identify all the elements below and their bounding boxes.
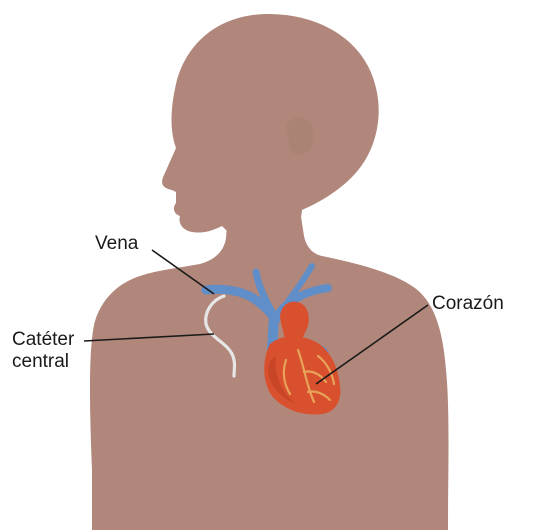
cateter-central-label: Catéter central — [12, 329, 74, 373]
cateter-label-line2: central — [12, 351, 74, 373]
ear-shape — [286, 118, 314, 155]
child-silhouette — [90, 14, 449, 530]
corazon-label: Corazón — [432, 293, 504, 315]
head-shape — [162, 14, 379, 233]
cateter-label-line1: Catéter — [12, 329, 74, 351]
vena-label: Vena — [95, 233, 138, 255]
